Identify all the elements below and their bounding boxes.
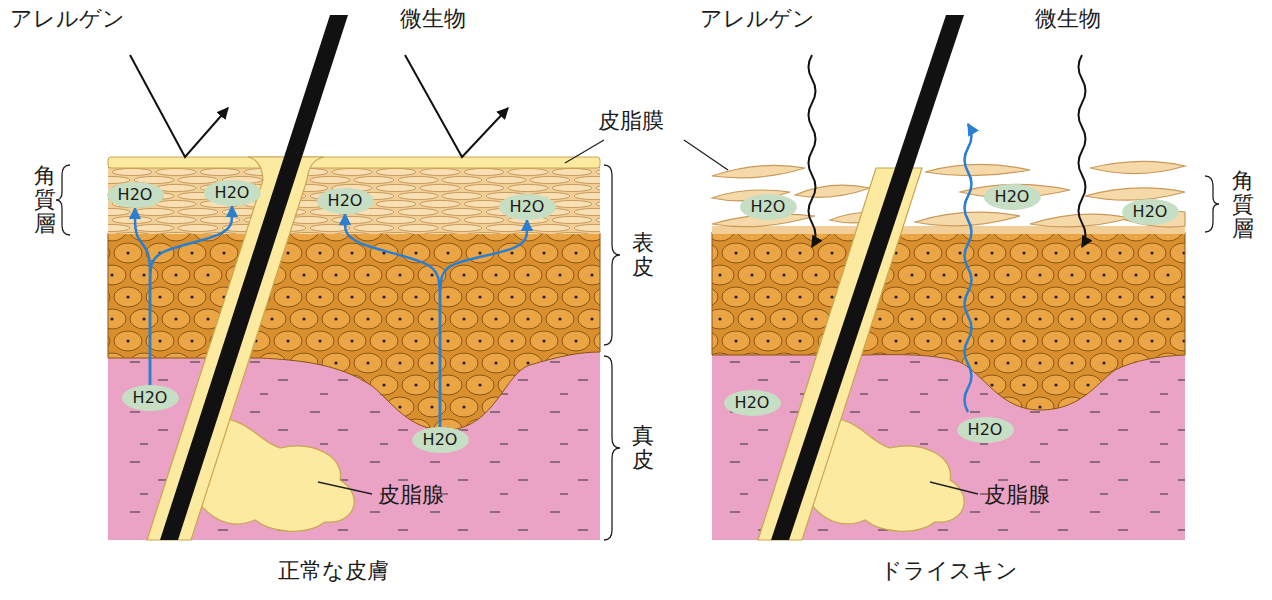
scale xyxy=(795,185,870,197)
corneum-scales xyxy=(712,161,1185,227)
water-oval: H2O xyxy=(957,417,1014,443)
water-flow-arrow xyxy=(345,214,440,427)
water-label: H2O xyxy=(133,388,168,407)
part-label: アレルゲン xyxy=(700,6,815,32)
epidermis xyxy=(108,233,600,430)
water-oval: H2O xyxy=(412,427,469,453)
water-oval: H2O xyxy=(984,184,1041,210)
water-oval: H2O xyxy=(122,385,179,411)
allergen-arrow xyxy=(130,55,228,157)
water-oval: H2O xyxy=(1122,199,1179,225)
bracket xyxy=(604,356,620,540)
leader-line xyxy=(684,140,728,170)
leader-line xyxy=(318,482,372,494)
corneum-base xyxy=(712,226,1185,234)
normal-skin xyxy=(108,15,600,540)
water-label: H2O xyxy=(328,191,363,210)
water-label: H2O xyxy=(423,430,458,449)
part-label: 皮脂膜 xyxy=(598,108,664,134)
part-label: 微生物 xyxy=(1035,6,1101,32)
water-label: H2O xyxy=(118,185,153,204)
layer-label: 角質層 xyxy=(1232,169,1254,242)
allergen-arrow xyxy=(809,55,816,247)
part-label: 正常な皮膚 xyxy=(278,558,389,584)
water-loss-arrow xyxy=(965,124,972,412)
part-label: 微生物 xyxy=(400,6,466,32)
bracket xyxy=(1205,176,1219,232)
water-oval: H2O xyxy=(107,182,164,208)
sebum-film xyxy=(108,157,600,168)
hair xyxy=(160,15,348,540)
water-oval: H2O xyxy=(724,390,781,416)
part-label: ドライスキン xyxy=(880,558,1018,584)
hair xyxy=(771,15,964,540)
epidermis xyxy=(712,232,1185,410)
water-label: H2O xyxy=(995,187,1030,206)
leader-line xyxy=(930,482,978,494)
water-label: H2O xyxy=(735,393,770,412)
part-label: 皮脂腺 xyxy=(378,482,444,508)
dry-skin xyxy=(712,15,1185,540)
water-oval: H2O xyxy=(317,188,374,214)
scale xyxy=(1085,188,1185,200)
water-oval: H2O xyxy=(740,194,797,220)
leader-line xyxy=(565,140,604,163)
leaders xyxy=(56,140,1219,540)
water-flow-arrow xyxy=(135,208,150,385)
part-label: アレルゲン xyxy=(10,6,125,32)
water-label: H2O xyxy=(968,420,1003,439)
water-label: H2O xyxy=(751,197,786,216)
water-oval: H2O xyxy=(499,194,556,220)
scale xyxy=(1090,161,1185,173)
water-flow-arrow xyxy=(440,220,527,427)
layer-label: 角質層 xyxy=(34,164,56,237)
water-oval: H2O xyxy=(204,180,261,206)
water-flow-arrow xyxy=(150,206,232,385)
scale xyxy=(925,164,1030,175)
layer-label: 表皮 xyxy=(632,231,654,279)
scale xyxy=(712,165,805,177)
layer-label: 真皮 xyxy=(632,424,654,472)
bracket xyxy=(56,165,70,235)
bracket xyxy=(604,165,620,345)
part-label: 皮脂腺 xyxy=(984,482,1050,508)
water-label: H2O xyxy=(510,197,545,216)
microbe-arrow xyxy=(1079,55,1086,247)
water-label: H2O xyxy=(215,183,250,202)
microbe-arrow xyxy=(405,55,508,157)
water-label: H2O xyxy=(1133,202,1168,221)
